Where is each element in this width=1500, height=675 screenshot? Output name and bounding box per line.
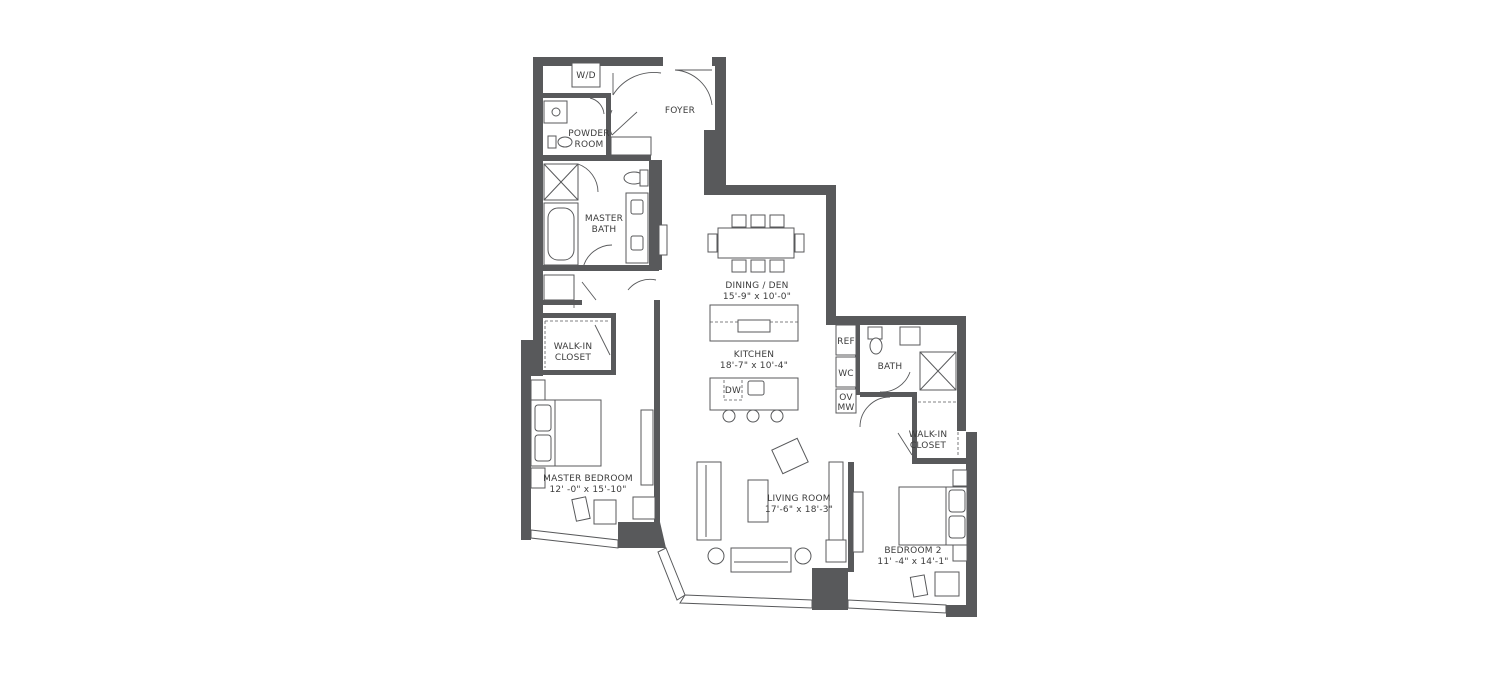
bedroom2-dims: 11' -4" x 14'-1" [877,557,948,567]
master-bath-label-1: MASTER [585,214,623,224]
room-labels: W/D FOYER POWDER ROOM MASTER BATH DINING… [543,71,948,567]
kitchen-label: KITCHEN [734,350,774,360]
dining-table [707,214,805,273]
powder-room-fixtures [543,97,605,149]
master-closet-fixtures [543,274,657,368]
dining-dims: 15'-9" x 10'-0" [723,292,791,302]
kitchen-fixtures [709,304,857,423]
bedroom2-label: BEDROOM 2 [884,546,941,556]
living-room-label: LIVING ROOM [767,494,830,504]
foyer-area [571,62,713,156]
walkin-closet-1-label-1: WALK-IN [554,342,593,352]
wc-label: WC [838,369,854,379]
master-bedroom-dims: 12' -0" x 15'-10" [549,485,626,495]
dw-label: DW [725,386,741,396]
dining-label: DINING / DEN [725,281,788,291]
interior-partitions [541,93,966,572]
windows [530,224,947,614]
closet2-fixtures [897,401,960,456]
powder-room-label-2: ROOM [575,140,604,150]
walkin-closet-2-label-1: WALK-IN [909,430,948,440]
wd-label: W/D [576,71,595,81]
living-room-furniture [696,437,847,573]
master-bedroom-label: MASTER BEDROOM [543,474,633,484]
walkin-closet-1-label-2: CLOSET [555,353,591,363]
master-bath-label-2: BATH [592,225,617,235]
master-bedroom-furniture [530,379,656,525]
exterior-walls [521,57,977,617]
foyer-label: FOYER [665,106,695,116]
walkin-closet-2-label-2: CLOSET [910,441,946,451]
bedroom2-furniture [852,469,968,598]
kitchen-dims: 18'-7" x 10'-4" [720,361,788,371]
ref-label: REF [837,337,855,347]
living-room-dims: 17'-6" x 18'-3" [765,505,833,515]
ov-label: OV [839,393,853,403]
master-bath-fixtures [543,163,649,269]
bath2-fixtures [859,326,957,428]
powder-room-label-1: POWDER [568,129,609,139]
bath-label: BATH [878,362,903,372]
mw-label: MW [837,403,854,413]
